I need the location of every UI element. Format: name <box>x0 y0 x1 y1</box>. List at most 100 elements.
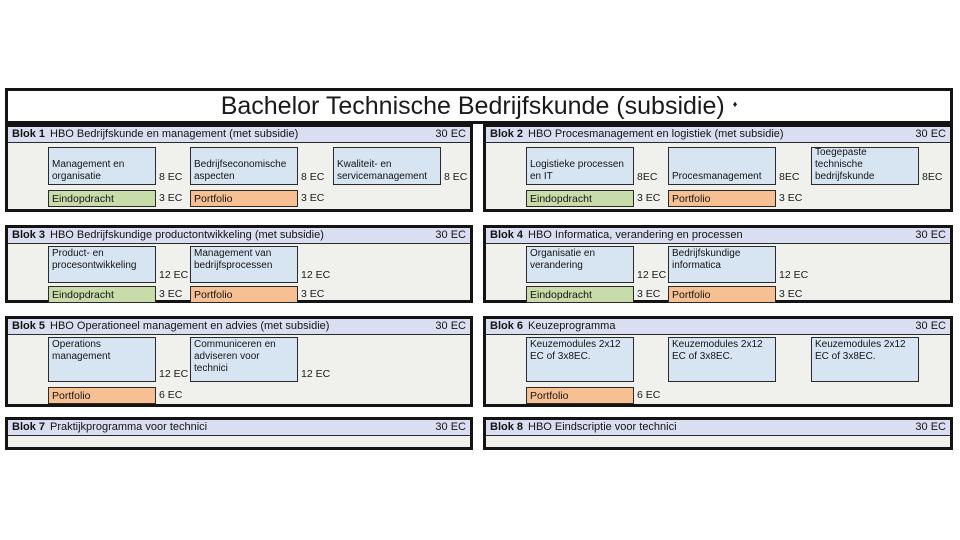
course-box: Management van bedrijfsprocessen <box>190 246 298 283</box>
ec-label: 8EC <box>637 171 658 183</box>
ec-label: 6 EC <box>637 389 661 401</box>
mini-label: Portfolio <box>672 192 711 205</box>
blok-title: HBO Procesmanagement en logistiek (met s… <box>528 128 784 140</box>
course-label: Management en organisatie <box>52 159 125 182</box>
course-label: Procesmanagement <box>672 171 762 182</box>
ec-label: 3 EC <box>301 192 325 204</box>
mini-label: Portfolio <box>530 389 569 402</box>
blok-id: Blok 7 <box>12 421 46 433</box>
ec-label: 8 EC <box>444 171 468 183</box>
course-label: Keuzemodules 2x12 EC of 3x8EC. <box>530 339 621 362</box>
ec-label: 12 EC <box>779 269 809 281</box>
final-assignment-box: Eindopdracht <box>48 286 156 303</box>
ec-label: 8 EC <box>159 171 183 183</box>
blok-title: HBO Bedrijfskunde en management (met sub… <box>50 128 299 140</box>
ec-label: 12 EC <box>301 368 331 380</box>
ec-label: 3 EC <box>301 288 325 300</box>
course-box: Operations management <box>48 337 156 382</box>
course-box: Keuzemodules 2x12 EC of 3x8EC. <box>526 337 634 382</box>
final-assignment-box: Eindopdracht <box>526 286 634 303</box>
portfolio-box: Portfolio <box>668 190 776 207</box>
mini-label: Eindopdracht <box>52 288 114 301</box>
ec-label: 12 EC <box>637 269 667 281</box>
course-box: Logistieke processen en IT <box>526 147 634 185</box>
blok-id: Blok 4 <box>490 229 524 241</box>
blok-ec-total: 30 EC <box>915 128 946 140</box>
course-box: Communiceren en adviseren voor technici <box>190 337 298 382</box>
mini-label: Portfolio <box>672 288 711 301</box>
blok-title: HBO Bedrijfskundige productontwikkeling … <box>50 229 324 241</box>
mini-label: Eindopdracht <box>530 288 592 301</box>
mini-label: Portfolio <box>52 389 91 402</box>
title-footnote-mark: ♦ <box>732 99 738 109</box>
course-label: Communiceren en adviseren voor technici <box>194 339 276 374</box>
ec-label: 3 EC <box>637 288 661 300</box>
blok-box: Blok 3 HBO Bedrijfskundige productontwikk… <box>5 225 473 303</box>
course-label: Toegepaste technische bedrijfskunde <box>815 147 875 182</box>
blok-id: Blok 8 <box>490 421 524 433</box>
mini-label: Portfolio <box>194 192 233 205</box>
portfolio-box: Portfolio <box>190 286 298 303</box>
final-assignment-box: Eindopdracht <box>48 190 156 207</box>
blok-ec-total: 30 EC <box>915 421 946 433</box>
blok-ec-total: 30 EC <box>435 421 466 433</box>
course-box: Management en organisatie <box>48 147 156 185</box>
course-box: Bedrijfseconomische aspecten <box>190 147 298 185</box>
course-box: Organisatie en verandering <box>526 246 634 283</box>
blok-header: Blok 4 HBO Informatica, verandering en pr… <box>486 228 950 244</box>
blok-ec-total: 30 EC <box>435 229 466 241</box>
portfolio-box: Portfolio <box>48 387 156 404</box>
portfolio-box: Portfolio <box>526 387 634 404</box>
course-box: Bedrijfskundige informatica <box>668 246 776 283</box>
mini-label: Eindopdracht <box>52 192 114 205</box>
title-box: Bachelor Technische Bedrijfskunde (subsi… <box>5 88 953 124</box>
blok-box: Blok 5 HBO Operationeel management en adv… <box>5 316 473 407</box>
blok-header: Blok 8 HBO Eindscriptie voor technici 30 E… <box>486 420 950 436</box>
portfolio-box: Portfolio <box>668 286 776 303</box>
blok-id: Blok 5 <box>12 320 46 332</box>
blok-header: Blok 3 HBO Bedrijfskundige productontwikk… <box>8 228 470 244</box>
blok-ec-total: 30 EC <box>435 128 466 140</box>
blok-box: Blok 2 HBO Procesmanagement en logistiek … <box>483 124 953 212</box>
portfolio-box: Portfolio <box>190 190 298 207</box>
course-box: Product- en procesontwikkeling <box>48 246 156 283</box>
ec-label: 8 EC <box>301 171 325 183</box>
course-box: Toegepaste technische bedrijfskunde <box>811 147 919 185</box>
blok-title: Praktijkprogramma voor technici <box>50 421 208 433</box>
blok-box: Blok 8 HBO Eindscriptie voor technici 30 E… <box>483 417 953 450</box>
blok-ec-total: 30 EC <box>915 320 946 332</box>
course-label: Kwaliteit- en servicemanagement <box>337 159 428 182</box>
course-label: Logistieke processen en IT <box>530 159 624 182</box>
blok-ec-total: 30 EC <box>915 229 946 241</box>
mini-label: Portfolio <box>194 288 233 301</box>
ec-label: 8EC <box>922 171 943 183</box>
ec-label: 8EC <box>779 171 800 183</box>
mini-label: Eindopdracht <box>530 192 592 205</box>
course-box: Keuzemodules 2x12 EC of 3x8EC. <box>811 337 919 382</box>
course-box: Procesmanagement <box>668 147 776 185</box>
ec-label: 12 EC <box>159 269 189 281</box>
course-label: Keuzemodules 2x12 EC of 3x8EC. <box>672 339 763 362</box>
blok-header: Blok 2 HBO Procesmanagement en logistiek … <box>486 127 950 143</box>
course-label: Product- en procesontwikkeling <box>52 248 137 271</box>
ec-label: 3 EC <box>159 288 183 300</box>
ec-label: 12 EC <box>159 368 189 380</box>
blok-title: Keuzeprogramma <box>528 320 616 332</box>
ec-label: 12 EC <box>301 269 331 281</box>
blok-id: Blok 3 <box>12 229 46 241</box>
blok-box: Blok 4 HBO Informatica, verandering en pr… <box>483 225 953 303</box>
blok-title: HBO Eindscriptie voor technici <box>528 421 677 433</box>
course-box: Kwaliteit- en servicemanagement <box>333 147 441 185</box>
blok-id: Blok 2 <box>490 128 524 140</box>
blok-header: Blok 5 HBO Operationeel management en adv… <box>8 319 470 335</box>
ec-label: 3 EC <box>159 192 183 204</box>
blok-title: HBO Operationeel management en advies (m… <box>50 320 330 332</box>
blok-title: HBO Informatica, verandering en processe… <box>528 229 743 241</box>
course-box: Keuzemodules 2x12 EC of 3x8EC. <box>668 337 776 382</box>
ec-label: 6 EC <box>159 389 183 401</box>
